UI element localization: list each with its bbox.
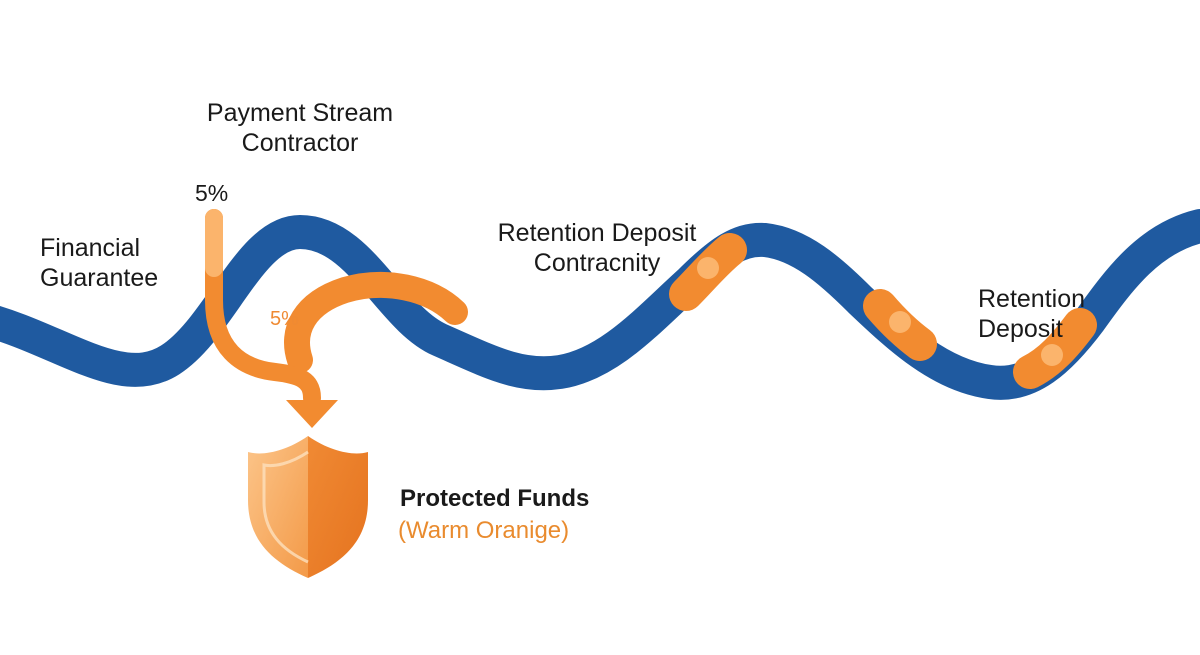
payment-stream-label: Payment Stream Contractor	[188, 98, 412, 158]
branch-curve	[284, 272, 468, 373]
retention-deposit-1-line-2: Contracnity	[533, 249, 661, 277]
financial-guarantee-line-1: Financial	[40, 234, 141, 262]
shield-icon	[248, 436, 368, 578]
guarantee-stream	[205, 209, 321, 407]
payment-stream-line-2: Contractor	[241, 129, 359, 157]
retention-highlight-2	[889, 311, 911, 333]
arrow-down-icon	[286, 400, 338, 428]
protected-funds-note: (Warm Oranige)	[398, 517, 570, 544]
financial-guarantee-line-2: Guarantee	[40, 264, 159, 292]
retention-highlight-3	[1041, 344, 1063, 366]
retention-deposit-2-label: Retention Deposit	[978, 284, 1085, 344]
protected-funds-label: Protected Funds	[400, 485, 590, 512]
financial-guarantee-label: Financial Guarantee	[40, 233, 158, 293]
retention-highlight-1	[697, 257, 719, 279]
payment-stream-line-1: Payment Stream	[206, 99, 394, 127]
retention-deposit-2-line-2: Deposit	[978, 315, 1063, 343]
retention-deposit-1-label: Retention Deposit Contracnity	[480, 218, 714, 278]
pct-branch-label: 5%	[270, 308, 299, 330]
retention-deposit-2-line-1: Retention	[978, 285, 1086, 313]
retention-deposit-1-line-1: Retention Deposit	[497, 219, 697, 247]
pct-top-label: 5%	[195, 180, 229, 206]
